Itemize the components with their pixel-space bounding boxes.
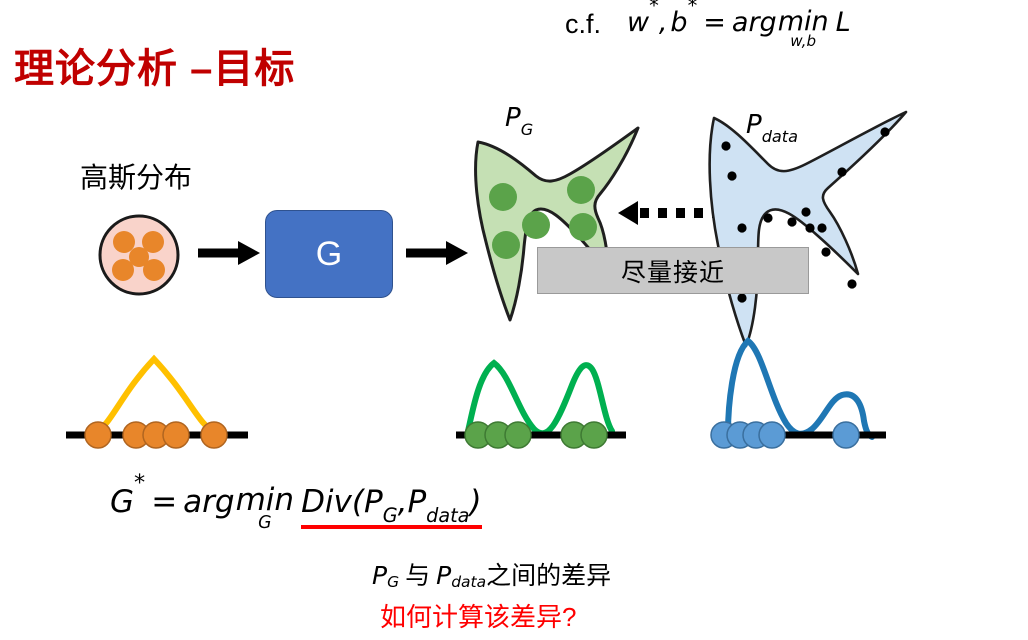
objective-min-subscript: G <box>258 513 272 533</box>
divergence-pdata-subscript: data <box>426 504 470 528</box>
chart-generated-distribution <box>456 359 626 449</box>
divergence-open-paren: ( <box>351 484 365 520</box>
divergence-pg: P <box>364 484 383 520</box>
real-distribution-blob <box>708 110 908 348</box>
divergence-fn: Div <box>301 484 352 520</box>
divergence-comma: , <box>397 484 408 520</box>
generator-box[interactable]: G <box>265 210 393 298</box>
generator-label: G <box>315 234 343 273</box>
generated-distribution-blob <box>474 126 640 322</box>
cf-b: b <box>670 7 688 38</box>
objective-arg: arg <box>183 484 235 520</box>
arrow-right-icon-input <box>198 241 260 265</box>
objective-equals: = <box>151 484 178 520</box>
divergence-pg-subscript: G <box>382 504 398 528</box>
note-tail: 之间的差异 <box>486 562 612 590</box>
note-pdata: P <box>436 561 452 590</box>
cf-equals: = <box>703 7 726 38</box>
divergence-pdata: P <box>407 484 427 520</box>
closeness-note-label: 尽量接近 <box>620 258 725 287</box>
divergence-close-paren: ) <box>469 484 482 520</box>
objective-g: G <box>110 484 135 520</box>
note-pg-subscript: G <box>387 573 400 591</box>
objective-min: min <box>235 482 295 518</box>
note-conjunction: 与 <box>405 562 431 590</box>
cf-comma: , <box>658 7 668 38</box>
closeness-note-box: 尽量接近 <box>537 247 809 294</box>
cf-min: min <box>777 6 829 37</box>
chart-real-distribution <box>710 337 886 449</box>
pdata-subscript: data <box>761 127 798 147</box>
cf-w: w <box>627 7 650 38</box>
page-title: 理论分析 –目标 <box>14 47 296 91</box>
note-pdata-subscript: data <box>451 573 487 591</box>
gaussian-sample-circle-icon <box>98 214 180 296</box>
cf-arg: arg <box>731 7 777 38</box>
chart-gaussian-prior <box>66 354 248 449</box>
generated-distribution-label: PG <box>505 103 534 140</box>
pg-symbol: P <box>505 103 521 133</box>
cf-loss: L <box>835 7 851 38</box>
arrow-right-icon-output <box>406 241 468 265</box>
question-caption: 如何计算该差异? <box>380 602 577 632</box>
pg-subscript: G <box>520 120 534 140</box>
gaussian-distribution-label: 高斯分布 <box>80 162 193 193</box>
divergence-term: Div(PG,Pdata) <box>301 484 482 530</box>
note-pg: P <box>372 561 388 590</box>
real-distribution-label: Pdata <box>746 110 798 147</box>
pdata-symbol: P <box>746 110 762 140</box>
cf-label: c.f. <box>565 9 602 39</box>
cf-min-subscript: w,b <box>790 32 817 50</box>
